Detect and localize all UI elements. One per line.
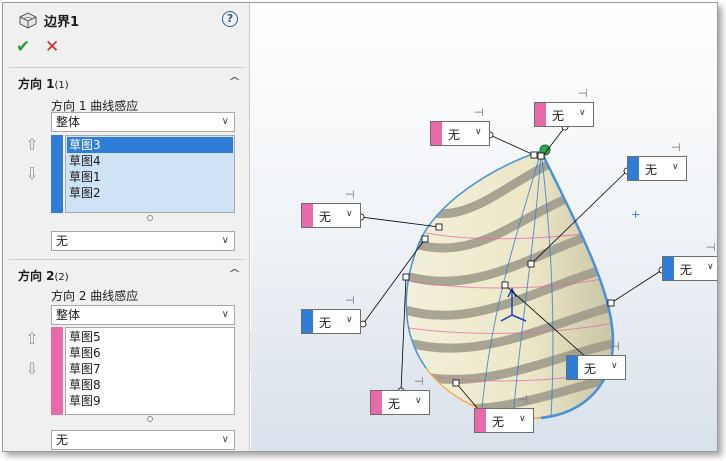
list-item[interactable]: 草图3 (67, 137, 233, 153)
pushpin-icon[interactable]: ⊣ (414, 375, 424, 388)
direction2-curve-influence-select[interactable]: 整体∨ (51, 305, 235, 325)
chevron-down-icon: ∨ (346, 209, 353, 219)
chevron-down-icon: ∨ (475, 127, 482, 137)
tangency-value: 无 (552, 109, 565, 123)
direction2-section: 方向 2(2) ^ 方向 2 曲线感应 整体∨ ⇧ ⇩ 草图5 草图6 草图7 草图8… (3, 259, 250, 451)
collapse-icon[interactable]: ^ (228, 267, 242, 280)
direction1-color-bar (51, 135, 63, 213)
ok-icon[interactable]: ✔ (16, 37, 31, 57)
property-manager: 边界1 ? ✔ ✕ 方向 1(1) ^ 方向 1 曲线感应 整体∨ ⇧ ⇩ 草图… (3, 3, 250, 451)
chevron-down-icon: ∨ (221, 116, 229, 127)
chevron-down-icon: ∨ (519, 414, 526, 424)
pushpin-icon[interactable]: ⊣ (610, 340, 620, 353)
list-item[interactable]: 草图9 (69, 394, 101, 408)
direction2-curve-list[interactable]: 草图5 草图6 草图7 草图8 草图9 (65, 327, 235, 415)
boundary-surface-preview[interactable] (391, 144, 626, 427)
curve-color-swatch (302, 204, 313, 227)
direction2-curve-label: 方向 2 曲线感应 (51, 289, 139, 303)
curve-color-swatch (302, 310, 313, 333)
coordinate-triad (500, 287, 527, 322)
tangency-value: 无 (645, 163, 658, 177)
list-item[interactable]: 草图8 (69, 378, 101, 392)
curve-color-swatch (663, 257, 674, 280)
tangency-value: 无 (319, 210, 332, 224)
collapse-icon[interactable]: ^ (228, 75, 242, 88)
tangency-value: 无 (448, 128, 461, 142)
tangency-callout[interactable]: 无∨ (662, 256, 717, 281)
feature-title: 边界1 (44, 15, 80, 30)
chevron-down-icon: ∨ (221, 434, 229, 445)
tangency-callout[interactable]: 无∨ (301, 309, 361, 334)
direction1-curve-influence-select[interactable]: 整体∨ (51, 112, 235, 132)
tangency-callout[interactable]: 无∨ (534, 102, 594, 127)
list-item[interactable]: 草图2 (69, 186, 101, 200)
tangency-callout[interactable]: 无∨ (370, 390, 430, 415)
curve-color-swatch (475, 409, 486, 432)
tangency-value: 无 (584, 362, 597, 376)
tangency-callout[interactable]: 无∨ (430, 121, 490, 146)
list-item[interactable]: 草图7 (69, 362, 101, 376)
tangency-value: 无 (680, 263, 693, 277)
curve-color-swatch (535, 103, 546, 126)
pushpin-icon[interactable]: ⊣ (474, 106, 484, 119)
cancel-icon[interactable]: ✕ (45, 37, 60, 57)
chevron-down-icon: ∨ (707, 262, 714, 272)
tangency-callout[interactable]: 无∨ (566, 355, 626, 380)
direction1-curve-label: 方向 1 曲线感应 (51, 99, 139, 113)
curve-color-swatch (628, 157, 639, 180)
tangency-value: 无 (388, 397, 401, 411)
pushpin-icon[interactable]: ⊣ (578, 87, 588, 100)
chevron-down-icon: ∨ (346, 315, 353, 325)
direction2-title[interactable]: 方向 2(2) (18, 269, 69, 283)
chevron-down-icon: ∨ (221, 309, 229, 320)
tangency-value: 无 (492, 415, 505, 429)
chevron-down-icon: ∨ (579, 108, 586, 118)
curve-color-swatch (371, 391, 382, 414)
direction1-tangent-select[interactable]: 无∨ (51, 231, 235, 251)
curve-color-swatch (431, 122, 442, 145)
boundary-surface-icon (19, 12, 37, 29)
list-item[interactable]: 草图4 (69, 154, 101, 168)
pushpin-icon[interactable]: ⊣ (671, 141, 681, 154)
chevron-down-icon: ∨ (221, 235, 229, 246)
direction1-title[interactable]: 方向 1(1) (18, 77, 69, 91)
list-item[interactable]: 草图5 (69, 330, 101, 344)
pushpin-icon[interactable]: ⊣ (706, 241, 716, 254)
arrow-down-icon[interactable]: ⇩ (25, 359, 39, 378)
pushpin-icon[interactable]: ⊣ (518, 393, 528, 406)
arrow-up-icon[interactable]: ⇧ (25, 329, 39, 348)
list-item[interactable]: 草图6 (69, 346, 101, 360)
chevron-down-icon: ∨ (415, 396, 422, 406)
curve-color-swatch (567, 356, 578, 379)
origin-marker: + (631, 208, 640, 221)
section-divider (9, 259, 244, 260)
list-item[interactable]: 草图1 (69, 170, 101, 184)
tangency-value: 无 (319, 316, 332, 330)
pushpin-icon[interactable]: ⊣ (345, 188, 355, 201)
property-manager-header: 边界1 ? ✔ ✕ (3, 3, 250, 65)
direction2-tangent-select[interactable]: 无∨ (51, 430, 235, 450)
tangency-callout[interactable]: 无∨ (474, 408, 534, 433)
help-icon[interactable]: ? (222, 11, 238, 27)
window: 边界1 ? ✔ ✕ 方向 1(1) ^ 方向 1 曲线感应 整体∨ ⇧ ⇩ 草图… (2, 2, 718, 452)
chevron-down-icon: ∨ (672, 162, 679, 172)
list-resize-handle[interactable] (147, 416, 153, 422)
tangency-callout[interactable]: 无∨ (301, 203, 361, 228)
model-view: + (357, 123, 666, 427)
tangency-callout[interactable]: 无∨ (627, 156, 687, 181)
arrow-down-icon[interactable]: ⇩ (25, 164, 39, 183)
pushpin-icon[interactable]: ⊣ (345, 294, 355, 307)
section-divider (9, 67, 244, 68)
direction2-color-bar (51, 327, 63, 415)
chevron-down-icon: ∨ (611, 361, 618, 371)
list-resize-handle[interactable] (147, 215, 153, 221)
graphics-viewport[interactable]: + 无∨ (251, 3, 717, 451)
arrow-up-icon[interactable]: ⇧ (25, 135, 39, 154)
